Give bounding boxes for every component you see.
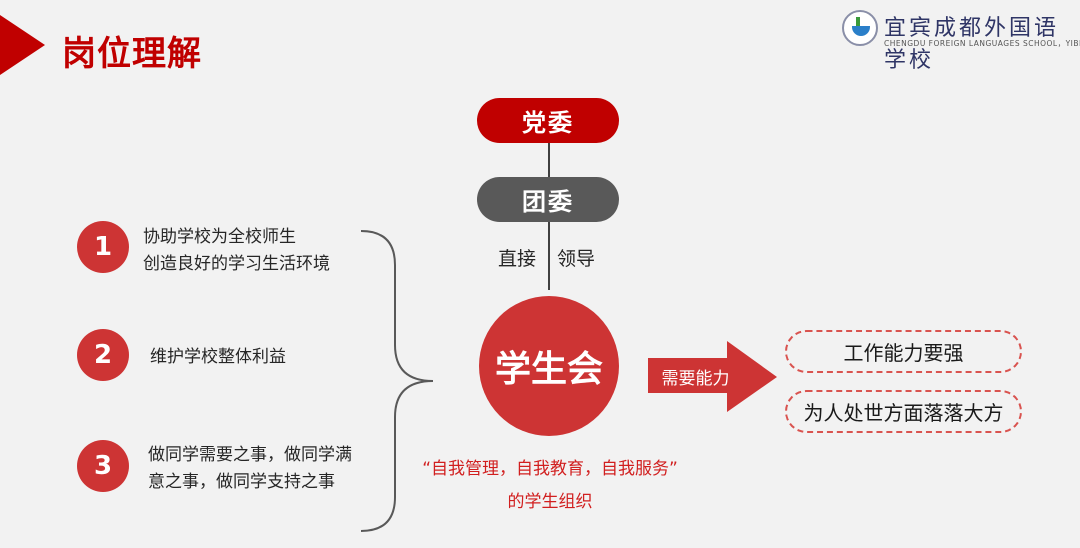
- number-badge: 3: [77, 440, 129, 492]
- motto-line: 的学生组织: [507, 492, 593, 512]
- ability-item: 为人处世方面落落大方: [785, 390, 1022, 433]
- item-line: 创造良好的学习生活环境: [143, 254, 330, 274]
- party-committee-pill: 党委: [477, 98, 619, 143]
- item-line: 做同学需要之事，做同学满: [148, 445, 352, 465]
- item-line: 协助学校为全校师生: [143, 227, 296, 247]
- list-item: 协助学校为全校师生 创造良好的学习生活环境: [143, 224, 330, 278]
- school-name: 宜宾成都外国语学校: [884, 16, 1060, 73]
- item-line: 意之事，做同学支持之事: [148, 472, 335, 492]
- arrow-label: 需要能力: [661, 369, 730, 389]
- page-title: 岗位理解: [62, 34, 202, 74]
- direct-label: 直接: [498, 248, 537, 270]
- school-logo-icon: [842, 10, 878, 46]
- number-badge: 2: [77, 329, 129, 381]
- league-committee-pill: 团委: [477, 177, 619, 222]
- list-item: 做同学需要之事，做同学满 意之事，做同学支持之事: [148, 442, 352, 496]
- brace-icon: [360, 230, 434, 532]
- ability-item: 工作能力要强: [785, 330, 1022, 373]
- student-union-circle: 学生会: [479, 296, 619, 436]
- arrow-icon: [648, 341, 777, 412]
- number-badge: 1: [77, 221, 129, 273]
- title-triangle-icon: [0, 15, 45, 75]
- lead-label: 领导: [557, 248, 596, 270]
- motto-line: “自我管理，自我教育，自我服务”: [422, 459, 678, 479]
- item-line: 维护学校整体利益: [150, 347, 286, 367]
- school-name-en: CHENGDU FOREIGN LANGUAGES SCHOOL，YIBIN: [884, 39, 1080, 48]
- list-item: 维护学校整体利益: [150, 344, 286, 371]
